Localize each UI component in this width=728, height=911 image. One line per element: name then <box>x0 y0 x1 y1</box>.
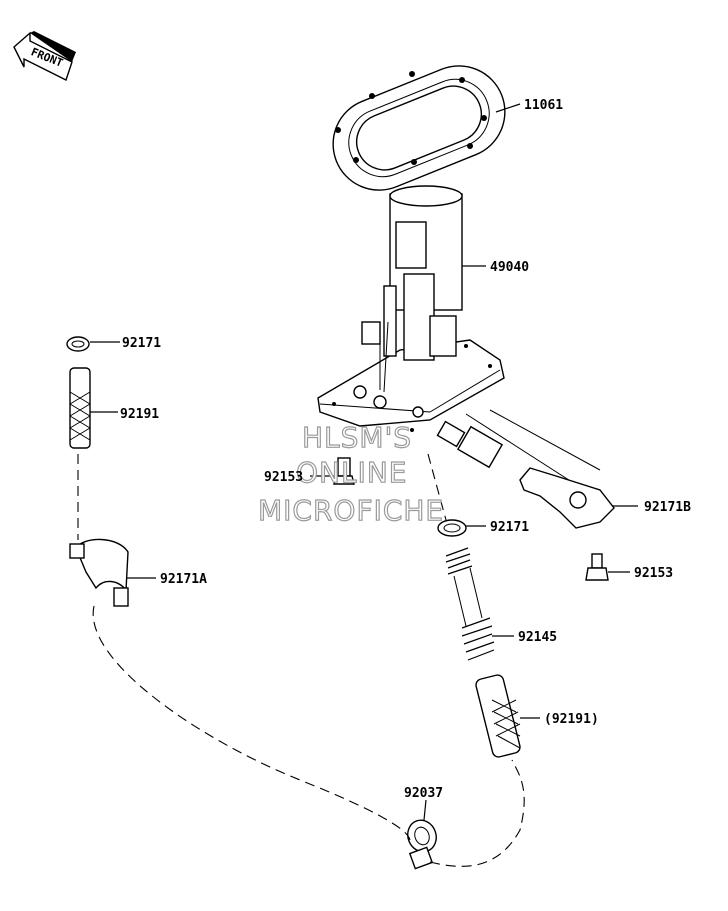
clamp-92171-center <box>437 519 467 537</box>
drain-line <box>77 454 525 867</box>
watermark-line-2: ONLINE <box>296 456 407 489</box>
part-label-92171b[interactable]: 92171B <box>644 500 691 515</box>
part-label-92171-left[interactable]: 92171 <box>122 336 161 351</box>
part-label-92191-left[interactable]: 92191 <box>120 407 159 422</box>
gasket-11061 <box>332 65 506 191</box>
front-arrow-icon: FRONT <box>13 31 76 81</box>
connector <box>436 420 504 469</box>
part-label-92171-center[interactable]: 92171 <box>490 520 529 535</box>
bolt-92153-center <box>333 457 355 485</box>
part-label-49040[interactable]: 49040 <box>490 260 529 275</box>
part-label-92171a[interactable]: 92171A <box>160 572 207 587</box>
part-label-92153-right[interactable]: 92153 <box>634 566 673 581</box>
spring-92145 <box>445 547 495 661</box>
part-label-92153-center[interactable]: 92153 <box>264 470 303 485</box>
part-label-11061[interactable]: 11061 <box>524 98 563 113</box>
part-label-92037[interactable]: 92037 <box>404 786 443 801</box>
clamp-92171a <box>69 538 129 607</box>
part-label-92145[interactable]: 92145 <box>518 630 557 645</box>
watermark-line-1: HLSM'S <box>302 421 412 454</box>
clamp-92171-left <box>66 336 90 352</box>
hose-92191-left <box>69 367 91 449</box>
watermark: HLSM'S ONLINE MICROFICHE <box>257 420 444 527</box>
part-label-92191-lower[interactable]: (92191) <box>544 712 599 727</box>
bolt-92153-right <box>585 553 609 581</box>
leader-lines <box>90 103 638 821</box>
hose-92191-lower <box>475 674 521 758</box>
grommet-92037 <box>407 819 437 870</box>
bracket-92171b <box>519 467 615 529</box>
fuel-pump-49040 <box>317 185 601 501</box>
watermark-line-3: MICROFICHE <box>258 494 444 527</box>
